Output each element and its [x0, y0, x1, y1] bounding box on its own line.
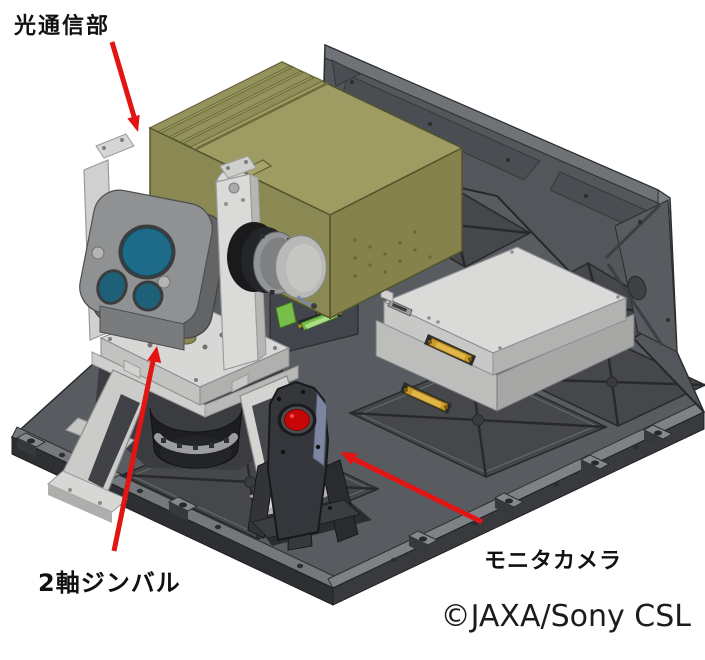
azimuth-motor [149, 407, 243, 469]
wall-bolts [350, 80, 670, 322]
elevation-motor [227, 222, 328, 309]
hinge-bracket [95, 133, 135, 159]
sub-lens [135, 283, 161, 309]
side-gusset [604, 199, 678, 353]
telescope-aperture [79, 189, 228, 351]
label-monitor-camera: モニタカメラ [484, 549, 623, 574]
arrow-monitor-camera [340, 452, 484, 525]
camera-lens [284, 409, 310, 431]
dsub-connector-gold [424, 334, 476, 366]
main-lens [122, 228, 172, 276]
dsub-connector-gold [400, 382, 452, 414]
label-optical-unit: 光通信部 [14, 14, 111, 39]
rim-bolts [58, 444, 640, 569]
radiator-fins [148, 61, 329, 151]
vent-holes [353, 230, 432, 278]
connector-green-small [275, 301, 297, 329]
arrow-optical-unit [109, 41, 140, 132]
sub-lens [99, 272, 125, 302]
monitor-camera [247, 381, 372, 551]
copyright-credit: ©JAXA/Sony CSL [440, 599, 691, 634]
arrow-gimbal [111, 346, 162, 552]
electronics-box [375, 246, 635, 414]
label-two-axis-gimbal: 2軸ジンバル [38, 569, 181, 597]
